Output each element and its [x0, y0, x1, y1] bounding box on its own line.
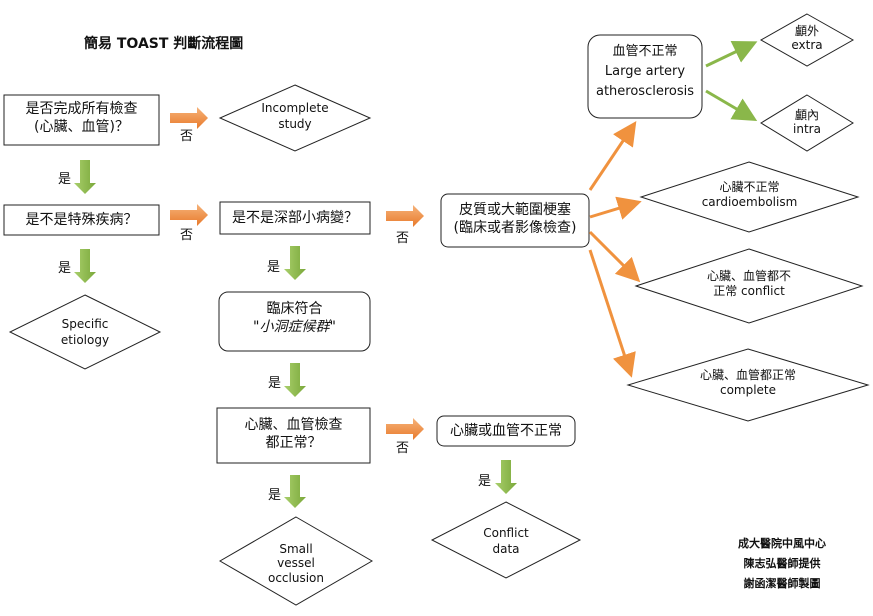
edge-label-no-2: 否	[180, 228, 194, 243]
arrow-no-2	[170, 204, 208, 226]
label-heart-vessel: 心臟、血管檢查 都正常？	[244, 417, 343, 452]
label-incomplete: Incomplete study	[261, 101, 329, 131]
box-complete-check	[3, 94, 160, 146]
label-cardio: 心臟不正常 cardioembolism	[701, 180, 798, 209]
box-vessel-abn	[587, 34, 703, 119]
box-heart-or-vessel-abn	[436, 415, 576, 447]
box-special-disease	[3, 204, 160, 236]
arrow-yes-5	[284, 475, 306, 508]
edge-label-yes-6: 是	[478, 474, 492, 489]
line-to-conflict	[588, 230, 641, 283]
edge-label-yes-2: 是	[58, 261, 72, 276]
label-specific: Specific etiology	[60, 317, 110, 347]
edge-label-yes-3: 是	[267, 260, 281, 275]
credit-line: 成大醫院中風中心	[738, 537, 826, 550]
label-extra: 顱外 extra	[791, 24, 823, 53]
page-title: 簡易 TOAST 判斷流程圖	[84, 36, 244, 52]
diamond-conflict-data	[430, 501, 582, 579]
edge-label-yes-5: 是	[268, 488, 282, 503]
edge-label-no-4: 否	[396, 441, 410, 456]
label-special-disease: 是不是特殊疾病？	[25, 212, 138, 228]
label-clinical: 臨床符合 "小洞症候群"	[253, 301, 336, 336]
label-normal: 心臟、血管都正常 complete	[699, 368, 796, 397]
label-conflict: 心臟、血管都不 正常 conflict	[706, 269, 791, 298]
line-to-intra	[705, 89, 758, 122]
box-heart-vessel	[216, 407, 371, 464]
edge-label-yes-1: 是	[58, 172, 72, 187]
arrow-yes-3	[284, 246, 306, 280]
diamond-extra	[759, 13, 855, 67]
diamond-specific	[8, 294, 162, 370]
box-clinical	[218, 291, 371, 352]
credits: 成大醫院中風中心 陳志弘醫師提供 謝函潔醫師製圖	[738, 534, 826, 593]
edge-label-yes-4: 是	[268, 376, 282, 391]
label-vessel-abn: 血管不正常 Large artery atherosclerosis	[595, 44, 694, 100]
box-deep-small	[219, 201, 371, 235]
diamond-normal	[626, 348, 870, 422]
label-small-vessel: Small vessel occlusion	[267, 542, 324, 585]
line-to-extra	[705, 40, 758, 68]
label-deep-small: 是不是深部小病變？	[232, 210, 358, 226]
label-conflict-data: Conflict data	[483, 526, 529, 556]
diamond-cardio	[639, 161, 860, 233]
edge-label-no-3: 否	[396, 231, 410, 246]
box-cortical	[440, 193, 590, 248]
label-complete-check: 是否完成所有檢查 (心臟、血管)？	[25, 101, 138, 136]
credit-line: 陳志弘醫師提供	[743, 556, 821, 570]
credit-line: 謝函潔醫師製圖	[743, 576, 821, 590]
edge-label-no-1: 否	[180, 129, 194, 144]
label-intra: 顱內 intra	[793, 108, 821, 137]
line-to-normal	[588, 249, 636, 378]
line-to-cardio	[589, 196, 642, 220]
diamond-small-vessel	[219, 516, 373, 606]
arrow-no-1	[170, 107, 208, 129]
arrow-yes-1	[74, 160, 96, 194]
label-heart-or-vessel-abn: 心臟或血管不正常	[450, 423, 562, 439]
diamond-conflict	[634, 248, 864, 324]
arrow-yes-4	[284, 363, 306, 397]
line-to-vessel	[588, 121, 637, 191]
label-cortical: 皮質或大範圍梗塞 (臨床或者影像檢查)	[453, 202, 577, 237]
arrow-yes-6	[495, 460, 517, 494]
arrow-yes-2	[74, 249, 96, 283]
arrow-no-3	[386, 205, 424, 227]
arrow-no-4	[386, 418, 424, 440]
diamond-incomplete	[218, 84, 372, 152]
diamond-intra	[760, 94, 854, 152]
